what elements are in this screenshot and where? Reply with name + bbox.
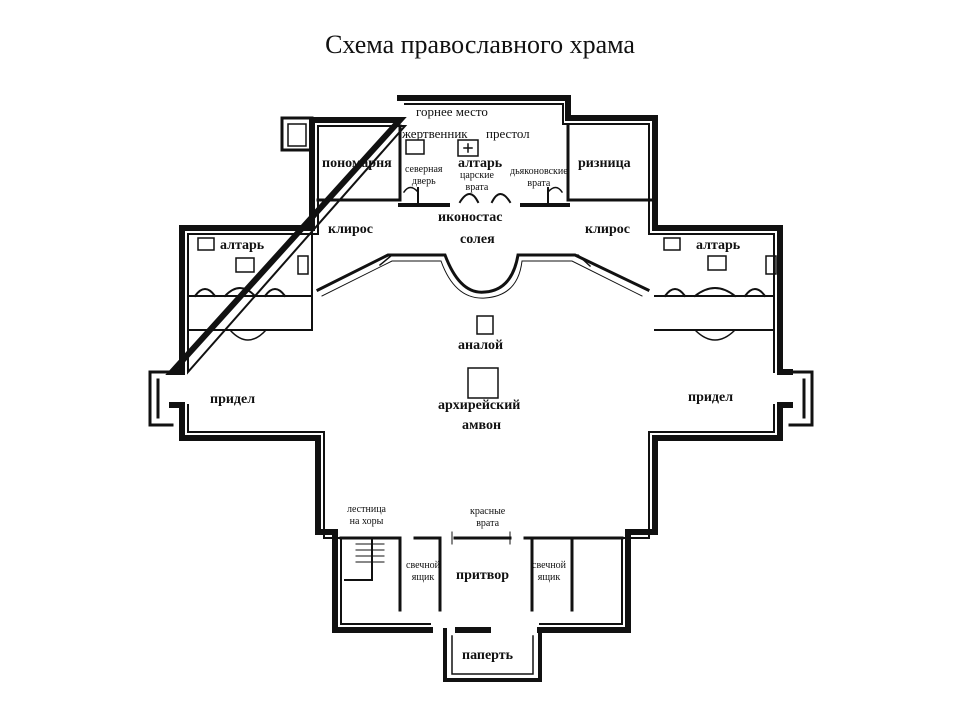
analoy-shape [476, 315, 494, 335]
label-ponomarnya: пономарня [322, 156, 392, 171]
label-kliros-left: клирос [328, 222, 373, 237]
label-severnaya-2: дверь [411, 176, 436, 187]
label-arhiereyskiy: архирейский [438, 398, 521, 413]
label-pridel-right: придел [688, 390, 734, 405]
label-zhertvennik: жертвенник [402, 126, 468, 141]
prestol-table [457, 139, 479, 157]
label-gornee: горнее место [416, 104, 488, 119]
label-dyakon-1: дьяконовские [510, 166, 568, 177]
label-amvon: амвон [462, 418, 502, 433]
label-pritvor: притвор [456, 568, 510, 583]
label-svechnoy-right-1: свечной [532, 560, 567, 571]
side-altar-right-wall [654, 295, 775, 331]
label-dyakon: дьяконовские врата [510, 166, 568, 190]
label-analoy: аналой [458, 338, 504, 353]
label-dyakon-2: врата [527, 178, 551, 189]
label-svechnoy-right: свечной ящик [532, 560, 566, 584]
label-tsarskie-1: царские [460, 170, 494, 181]
side-altar-left-wall [187, 227, 313, 331]
label-svechnoy-left: свечной ящик [406, 560, 440, 584]
tsarskie-vrata [458, 193, 512, 204]
label-pridel-left: придел [210, 392, 256, 407]
label-riznitsa: ризница [578, 156, 631, 171]
label-altar-main: алтарь [458, 156, 503, 171]
label-svechnoy-left-1: свечной [406, 560, 441, 571]
label-svechnoy-left-2: ящик [411, 572, 435, 583]
paperty-outline [443, 628, 542, 682]
label-lestnitsa-1: лестница [347, 504, 386, 515]
label-krasnye-1: красные [470, 506, 506, 517]
ponomarnya-wall [316, 124, 402, 202]
label-lestnitsa-2: на хоры [349, 516, 384, 527]
label-ikonostas: иконостас [438, 210, 503, 225]
amvon-shape [467, 367, 499, 399]
label-lestnitsa: лестница на хоры [347, 504, 386, 528]
label-soleya: солея [460, 232, 495, 247]
label-altar-right: алтарь [696, 238, 741, 253]
label-tsarskie: царские врата [460, 170, 494, 194]
zhertvennik-table [405, 139, 425, 155]
label-kliros-right: клирос [585, 222, 630, 237]
label-svechnoy-right-2: ящик [537, 572, 561, 583]
label-krasnye: красные врата [470, 506, 505, 530]
soleya-edge [315, 253, 651, 294]
label-paperty: паперть [462, 648, 514, 663]
label-severnaya-1: северная [405, 164, 443, 175]
outer-wall [165, 95, 793, 633]
label-altar-left: алтарь [220, 238, 265, 253]
page-title: Схема православного храма [325, 30, 635, 59]
riznitsa-wall [566, 124, 655, 202]
label-prestol: престол [486, 126, 530, 141]
label-severnaya: северная дверь [405, 164, 443, 188]
label-tsarskie-2: врата [465, 182, 489, 193]
label-krasnye-2: врата [476, 518, 500, 529]
